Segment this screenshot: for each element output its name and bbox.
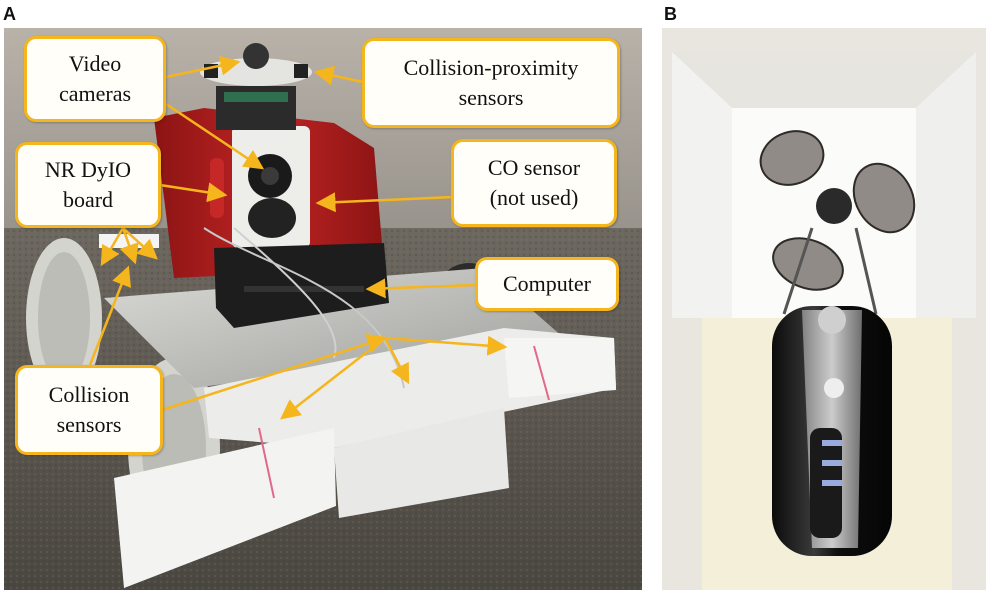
label-collision-proximity-sensors: Collision-proximity sensors — [362, 38, 620, 128]
label-video-cameras-line2: cameras — [58, 81, 132, 106]
label-nr-dyio-line2: board — [62, 187, 114, 212]
label-collision-sensors: Collision sensors — [15, 365, 163, 455]
panel-label-b: B — [664, 4, 677, 24]
label-collision-sensors-line1: Collision — [48, 382, 130, 407]
fan-device-photo — [662, 28, 986, 590]
label-nr-dyio-line1: NR DyIO — [44, 157, 132, 182]
label-video-cameras: Video cameras — [24, 36, 166, 122]
label-computer-line1: Computer — [503, 271, 591, 296]
label-co-sensor-line2: (not used) — [489, 185, 579, 210]
label-computer: Computer — [475, 257, 619, 311]
label-co-sensor: CO sensor (not used) — [451, 139, 617, 227]
label-video-cameras-line1: Video — [68, 51, 122, 76]
label-collision-proximity-line2: sensors — [458, 85, 524, 110]
label-nr-dyio-board: NR DyIO board — [15, 142, 161, 228]
label-collision-proximity-line1: Collision-proximity — [403, 55, 579, 80]
label-collision-sensors-line2: sensors — [56, 412, 122, 437]
label-co-sensor-line1: CO sensor — [487, 155, 581, 180]
panel-label-a: A — [3, 4, 16, 24]
